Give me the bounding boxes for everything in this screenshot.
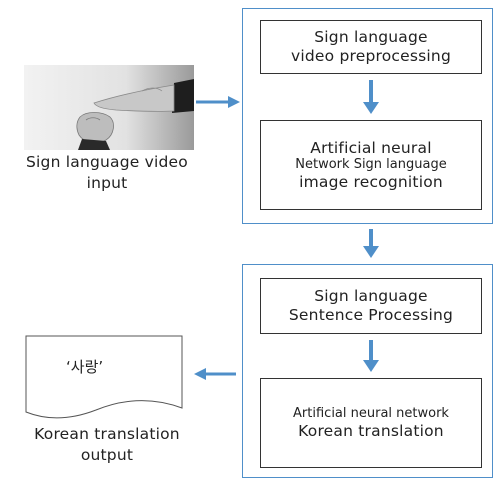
- output-document-shape: [25, 335, 183, 419]
- input-caption-line-2: input: [86, 173, 128, 192]
- translation-stage-group: [242, 264, 493, 478]
- recognition-stage-group: [242, 8, 493, 224]
- arrow-preprocessing-to-recognition: [363, 80, 379, 114]
- sentence-processing-box: Sign language Sentence Processing: [260, 278, 482, 334]
- preprocessing-line-1: Sign language: [314, 28, 428, 47]
- arrow-input-to-group: [196, 96, 240, 108]
- output-caption-line-1: Korean translation: [34, 425, 180, 443]
- korean-translation-box: Artificial neural network Korean transla…: [260, 378, 482, 468]
- preprocessing-line-2: video preprocessing: [290, 47, 451, 65]
- output-caption: Korean translation output: [2, 424, 212, 466]
- preprocessing-box: Sign language video preprocessing: [260, 20, 482, 74]
- sentence-line-2: Sentence Processing: [288, 306, 454, 324]
- input-caption-line-1: Sign language video: [26, 153, 188, 171]
- arrow-group-to-output: [194, 368, 236, 380]
- recognition-line-2: Network Sign language: [295, 157, 447, 173]
- output-caption-line-2: output: [80, 445, 134, 464]
- arrow-group-to-group: [363, 229, 379, 258]
- recognition-line-3: image recognition: [299, 172, 443, 191]
- arrow-sentence-to-translation: [363, 340, 379, 372]
- recognition-line-1: Artificial neural: [310, 138, 432, 157]
- input-caption: Sign language video input: [2, 152, 212, 194]
- translation-line-2: Korean translation: [298, 421, 444, 440]
- sentence-line-1: Sign language: [314, 287, 428, 306]
- output-document-text: ‘사랑’: [66, 358, 104, 376]
- recognition-box: Artificial neural Network Sign language …: [260, 120, 482, 210]
- sign-language-photo: [24, 65, 194, 150]
- translation-line-1: Artificial neural network: [293, 405, 449, 421]
